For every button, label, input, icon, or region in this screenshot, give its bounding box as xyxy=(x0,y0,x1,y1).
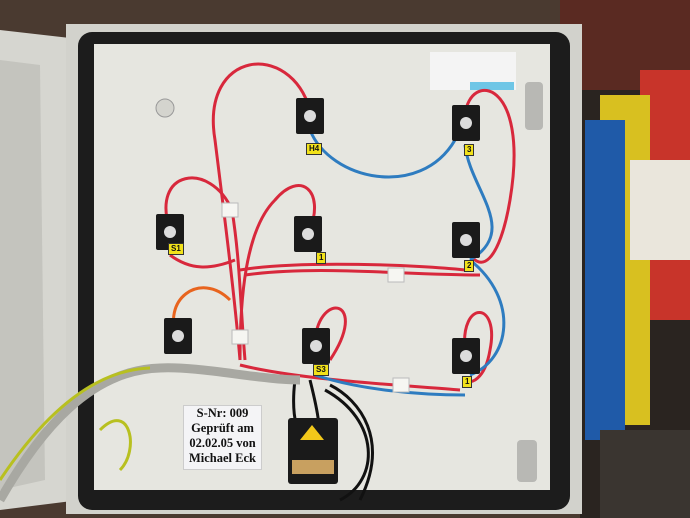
tag-1: 1 xyxy=(316,252,327,264)
label-line-name: Michael Eck xyxy=(188,451,256,465)
label-line-date: 02.02.05 von xyxy=(189,436,256,450)
tag-h4: H4 xyxy=(306,143,323,155)
label-line-checked: Geprüft am xyxy=(191,421,254,435)
tag-s3: S3 xyxy=(313,364,329,376)
bottom-latch xyxy=(517,440,537,482)
tag-s1: S1 xyxy=(168,243,184,255)
top-latch xyxy=(525,82,543,130)
label-line-serial: S-Nr: 009 xyxy=(196,406,249,420)
cable-tie-mounts xyxy=(221,202,410,393)
tag-2: 2 xyxy=(464,260,475,272)
tag-3: 3 xyxy=(464,144,475,156)
red-wires xyxy=(164,62,516,392)
inspection-label: S-Nr: 009 Geprüft am 02.02.05 von Michae… xyxy=(183,405,262,470)
tag-1b: 1 xyxy=(462,376,473,388)
blue-bin xyxy=(585,120,625,440)
